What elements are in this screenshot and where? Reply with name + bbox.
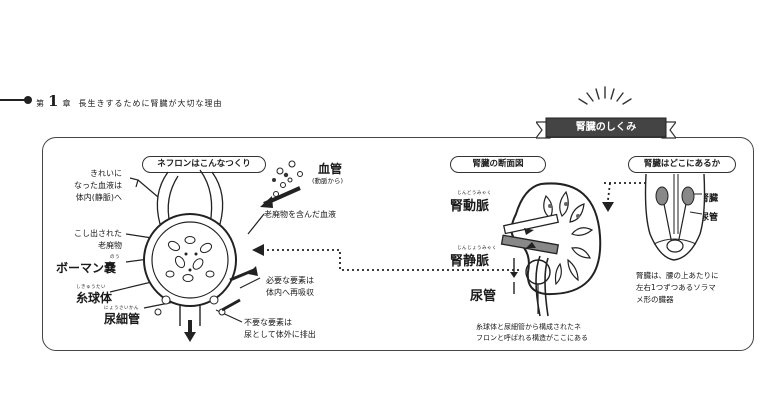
excrete-line1: 不要な要素は (244, 318, 292, 327)
excrete-line2: 尿として体外に排出 (244, 330, 316, 339)
header-dot (24, 96, 32, 104)
glomerulus-label: 糸球体 (76, 291, 113, 305)
chapter-number: 1 (48, 92, 60, 110)
clean-blood-line3: 体内(静脈)へ (75, 193, 122, 202)
section-caption-line2: フロンと呼ばれる構造がここにある (476, 334, 588, 342)
banner-title: 腎臓のしくみ (575, 122, 637, 133)
chapter-prefix: 第 (36, 99, 45, 108)
location-caption-line2: 左右1つずつあるソラマ (636, 283, 716, 292)
renal-vein-label: 腎静脈 (450, 254, 490, 269)
section-heading: 腎臓の断面図 (450, 156, 546, 173)
section-caption-line1: 糸球体と尿細管から構成されたネ (476, 323, 581, 331)
body-location-illustration (644, 174, 706, 261)
diagram-card (42, 137, 754, 351)
section-caption: 糸球体と尿細管から構成されたネ フロンと呼ばれる構造がここにある (476, 322, 588, 344)
excrete-arrow (184, 332, 196, 342)
banner-ribbon (536, 117, 676, 139)
kidney-location-label: 腎臓 (700, 194, 719, 204)
vein-ruby: じんじょうみゃく (457, 246, 497, 251)
location-caption: 腎臓は、腰の上あたりに 左右1つずつあるソラマ メ形の臓器 (636, 270, 719, 306)
reabsorb-line1: 必要な要素は (266, 276, 314, 285)
clean-blood-line1: きれいに (90, 169, 122, 178)
clean-blood-label: きれいに なった血液は 体内(静脈)へ (64, 168, 122, 204)
chapter-suffix: 章 (62, 99, 72, 108)
nephron-heading: ネフロンはこんなつくり (142, 156, 266, 173)
connector-arrows (252, 182, 656, 271)
nephron-illustration (109, 160, 303, 342)
reabsorb-line2: 体内へ再吸収 (266, 288, 314, 297)
blood-vessel-label: 血管 (318, 162, 343, 176)
chapter-title-text: 長生きするために腎臓が大切な理由 (78, 99, 223, 108)
ureter-location-label: 尿管 (700, 213, 719, 223)
renal-artery-label: 腎動脈 (450, 199, 490, 214)
clean-blood-line2: なった血液は (74, 181, 122, 190)
glomerulus-ruby: しきゅうたい (76, 285, 106, 290)
waste-blood-label: 老廃物を含んだ血液 (264, 210, 336, 219)
tubule-ruby: にょうさいかん (104, 306, 139, 311)
blood-vessel-sub: (動脈から) (312, 177, 344, 185)
reabsorb-label: 必要な要素は 体内へ再吸収 (266, 275, 314, 299)
header-rule (0, 99, 26, 101)
location-heading: 腎臓はどこにあるか (628, 156, 736, 173)
location-caption-line3: メ形の臓器 (636, 295, 674, 304)
filtered-waste-line1: こし出された (74, 229, 122, 238)
location-caption-line1: 腎臓は、腰の上あたりに (636, 271, 719, 280)
ureter-section-label: 尿管 (470, 289, 497, 304)
filtered-waste-label: こし出された 老廃物 (60, 228, 122, 252)
artery-ruby: じんどうみゃく (457, 191, 492, 196)
bowman-capsule-label: ボーマン嚢 (56, 261, 117, 275)
filtered-waste-line2: 老廃物 (98, 241, 122, 250)
excrete-label: 不要な要素は 尿として体外に排出 (244, 317, 316, 341)
kidney-cross-section (500, 182, 602, 317)
bowman-ruby: のう (110, 255, 120, 260)
renal-tubule-label: 尿細管 (104, 312, 141, 326)
sparkle-rays-icon (578, 86, 632, 105)
clean-blood-arrow (137, 179, 159, 198)
